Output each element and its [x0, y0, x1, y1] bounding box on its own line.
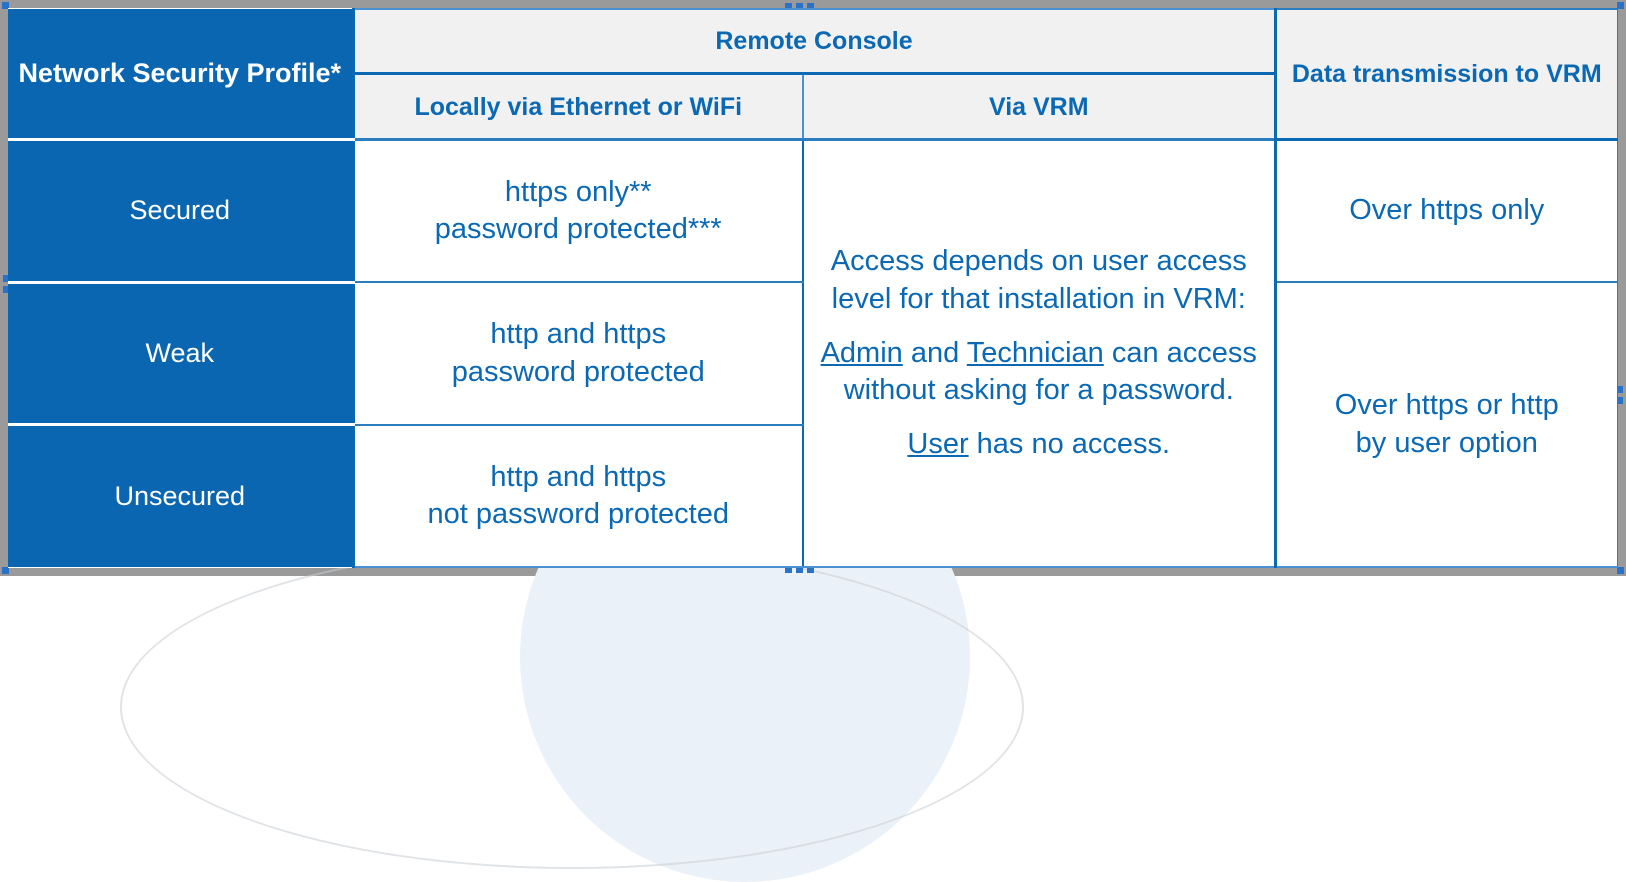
vrm-user-rest: has no access. [976, 427, 1171, 460]
row-label-unsecured: Unsecured [8, 424, 353, 567]
resize-handle-bottom-left[interactable] [2, 567, 9, 574]
resize-handle-top-right[interactable] [1617, 2, 1624, 9]
resize-handle-bottom-right[interactable] [1617, 567, 1624, 574]
resize-handle-right-middle[interactable] [1616, 397, 1623, 404]
cell-unsecured-local-line1: http and https [490, 460, 667, 493]
dt-merged-line1: Over https or http [1334, 389, 1559, 422]
vrm-role-technician: Technician [966, 336, 1104, 369]
vrm-spacer-1 [814, 319, 1264, 335]
network-security-table-container: Network Security Profile* Remote Console… [8, 8, 1618, 568]
resize-handle-left-middle[interactable] [3, 286, 10, 293]
cell-secured-local-line1: https only** [504, 176, 652, 209]
vrm-role-admin: Admin [820, 336, 903, 369]
header-locally-via-ethernet-or-wifi: Locally via Ethernet or WiFi [351, 73, 804, 141]
header-via-vrm: Via VRM [803, 73, 1277, 141]
header-network-security-profile: Network Security Profile* [8, 9, 353, 141]
resize-handle-left-middle[interactable] [3, 275, 10, 282]
network-security-profile-table: Network Security Profile* Remote Console… [8, 8, 1618, 568]
table-header-row-1: Network Security Profile* Remote Console… [8, 8, 1618, 141]
resize-handle-bottom-center[interactable] [796, 566, 803, 573]
cell-weak-unsecured-data-transmission: Over https or http by user option [1275, 282, 1618, 568]
resize-handle-bottom-center[interactable] [785, 566, 792, 573]
resize-handle-top-center[interactable] [785, 3, 792, 10]
cell-weak-local-line1: http and https [490, 318, 667, 351]
vrm-line-3: without asking for a password. [843, 374, 1234, 407]
table-row-weak: Weak http and https password protected O… [8, 282, 1618, 568]
cell-unsecured-local: http and https not password protected [351, 424, 804, 568]
resize-handle-top-center[interactable] [807, 3, 814, 10]
cell-weak-local-line2: password protected [451, 355, 705, 388]
resize-handle-right-middle[interactable] [1616, 386, 1623, 393]
cell-weak-local: http and https password protected [351, 282, 804, 426]
cell-secured-local-line2: password protected*** [434, 213, 722, 246]
vrm-role-user: User [907, 427, 969, 460]
vrm-line-2: level for that installation in VRM: [831, 282, 1246, 315]
resize-handle-top-center[interactable] [796, 3, 803, 10]
background-arc-outline [120, 545, 1024, 869]
cell-via-vrm-merged: Access depends on user access level for … [803, 139, 1277, 568]
header-data-transmission-to-vrm: Data transmission to VRM [1273, 8, 1618, 141]
vrm-conjunction: and [910, 336, 960, 369]
vrm-can-access: can access [1111, 336, 1257, 369]
table-row-unsecured: Unsecured http and https not password pr… [8, 424, 1618, 568]
row-label-secured: Secured [8, 139, 353, 284]
cell-unsecured-local-line2: not password protected [427, 497, 729, 530]
vrm-line-1: Access depends on user access [830, 245, 1247, 278]
cell-secured-local: https only** password protected*** [351, 139, 804, 284]
vrm-spacer-2 [814, 410, 1264, 426]
dt-merged-line2: by user option [1355, 426, 1538, 459]
header-remote-console: Remote Console [351, 8, 1277, 76]
resize-handle-bottom-center[interactable] [807, 566, 814, 573]
resize-handle-top-left[interactable] [2, 2, 9, 9]
table-row-secured: Secured https only** password protected*… [8, 139, 1618, 568]
table-header-row-2: Locally via Ethernet or WiFi Via VRM [8, 73, 1618, 141]
cell-secured-data-transmission: Over https only [1275, 139, 1618, 284]
row-label-weak: Weak [8, 282, 353, 427]
